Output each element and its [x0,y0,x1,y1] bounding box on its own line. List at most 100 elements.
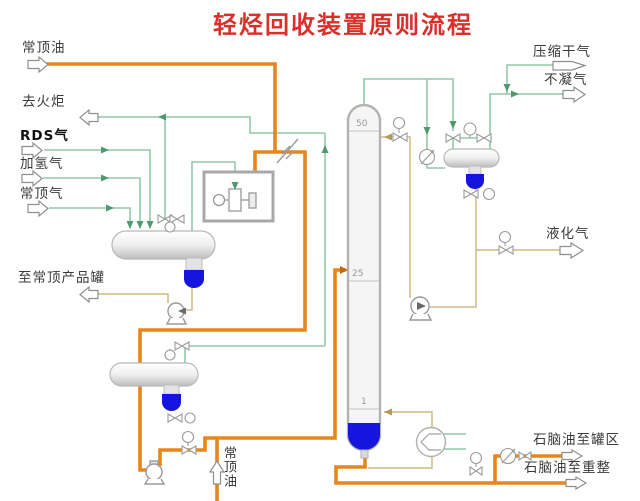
label-outlet-naphtha-tank-area: 石脑油至罐区 [533,432,620,448]
naphtha-tank-arrow-icon [561,448,584,464]
fractionation-column [346,103,382,459]
flow-arrows-liquid [384,133,392,416]
gas-lines [43,64,563,450]
drum2-boot-liquid [162,394,181,411]
label-outlet-product-tank: 至常顶产品罐 [18,270,105,286]
top-oil-arrow-icon [27,55,49,74]
label-outlet-lpg: 液化气 [546,226,590,242]
tray-number-top: 50 [356,119,368,129]
overhead-drop-line [426,79,445,169]
feedpump-valve-icon [181,445,197,455]
lpg-arrow-icon [559,241,585,260]
drum2-level-valve-icon [167,413,183,423]
compressed-gas-arrow-icon [552,60,587,71]
top-gas-arrow-icon [27,199,49,218]
reboiler [415,426,447,458]
reflux-valve-icon [392,132,408,142]
bottom-oil-arrow-icon [208,459,226,485]
instrument-bubble-icon [469,451,483,465]
pressure-controller-icon [463,122,477,136]
control-valve-icon [418,148,436,166]
diagram-title: 轻烃回收装置原则流程 [213,11,473,39]
column-feed-pump [143,460,166,485]
instrument-bubble-icon [184,412,196,424]
column-bottom-nozzle [360,449,369,459]
noncondensable-line [489,93,563,138]
motor-icon [212,193,226,207]
reboiler-exchanger-icon [415,426,447,458]
label-inlet-top-gas: 常顶气 [20,186,64,202]
lpg-valve-icon [498,245,514,255]
drum3-manifold-line [448,137,492,149]
instrument-bubble-icon [164,221,176,233]
drum2-boot-neck [163,384,180,395]
tray-number-bottom: 1 [361,397,367,407]
pumps [143,296,433,485]
compressor-suction-drum [111,230,216,288]
reboiler-coil-icon [420,433,441,451]
compressor-inlet-drum-icon [248,192,257,209]
drum1-shell [111,230,216,260]
label-outlet-noncondensable-gas: 不凝气 [544,72,588,88]
drum3-level-valve-icon [463,189,479,199]
flow-arrows [101,84,519,229]
bottoms-valve-icon [469,465,483,477]
oil-to-drum2-line [138,150,307,472]
label-inlet-rds-gas: RDS气 [20,128,69,144]
reflux-drum [443,148,500,189]
liquid-lines [96,136,560,469]
pump-arrow-icon [178,307,186,315]
product-tank-arrow-icon [79,285,99,304]
line-break-icon [276,138,299,164]
rds-arrow-icon [21,141,43,160]
drum1-boot-neck [185,257,203,271]
rds-gas-line [44,149,151,228]
column-overhead-line [363,78,454,131]
valves [157,132,532,477]
main-process-lines [46,62,566,501]
drum3-outlet-valve-icon [476,133,492,143]
drum1-boot-line [184,287,193,311]
noncondensable-arrow-icon [562,85,587,104]
drum1-boot-liquid [184,270,204,288]
instrument-bubble-icon [392,116,406,130]
feed-arrow-icon [340,266,348,274]
naphtha-tank-branch-line [493,454,562,483]
label-inlet-top-oil: 常顶油 [22,40,66,56]
psv-valve-icon [169,214,185,224]
instrument-bubble-icon [181,430,195,444]
drum3-boot-line [430,188,477,308]
tray-number-feed: 25 [352,269,364,279]
drum2-gas-valve-icon [174,341,190,351]
level-controller-icon [498,230,512,244]
compressor-package [202,170,275,223]
tank-branch-valve-icon [518,450,532,462]
pump-arrow-icon [417,302,426,310]
drum2-gas-line [184,345,325,363]
drum3-boot-liquid [466,174,484,189]
product-to-tank-line [96,293,169,303]
control-valve-icon [499,447,517,465]
drum3-shell [443,148,500,168]
label-outlet-flare: 去火炬 [22,94,66,110]
label-outlet-naphtha-reforming: 石脑油至重整 [524,460,611,476]
hydrogen-arrow-icon [21,169,43,188]
label-inlet-bottom-top-oil: 常顶油 [221,446,236,488]
top-oil-feed-line [46,62,277,152]
top-gas-line [49,207,131,228]
reflux-pump [408,296,433,321]
compressor-icon [228,188,242,212]
label-outlet-compressed-dry-gas: 压缩干气 [533,44,591,60]
drum2-shell [109,362,199,387]
instruments [164,116,517,467]
feed-surge-drum [109,362,199,411]
naphtha-reforming-arrow-icon [565,475,588,491]
level-controller-icon [482,187,496,201]
drum1-product-pump [165,302,188,325]
instrument-bubble-icon [164,349,176,361]
drum3-inlet-valve-icon [445,133,461,143]
feedpump-to-column-line [158,268,346,466]
column-bottom-liquid [348,423,380,450]
